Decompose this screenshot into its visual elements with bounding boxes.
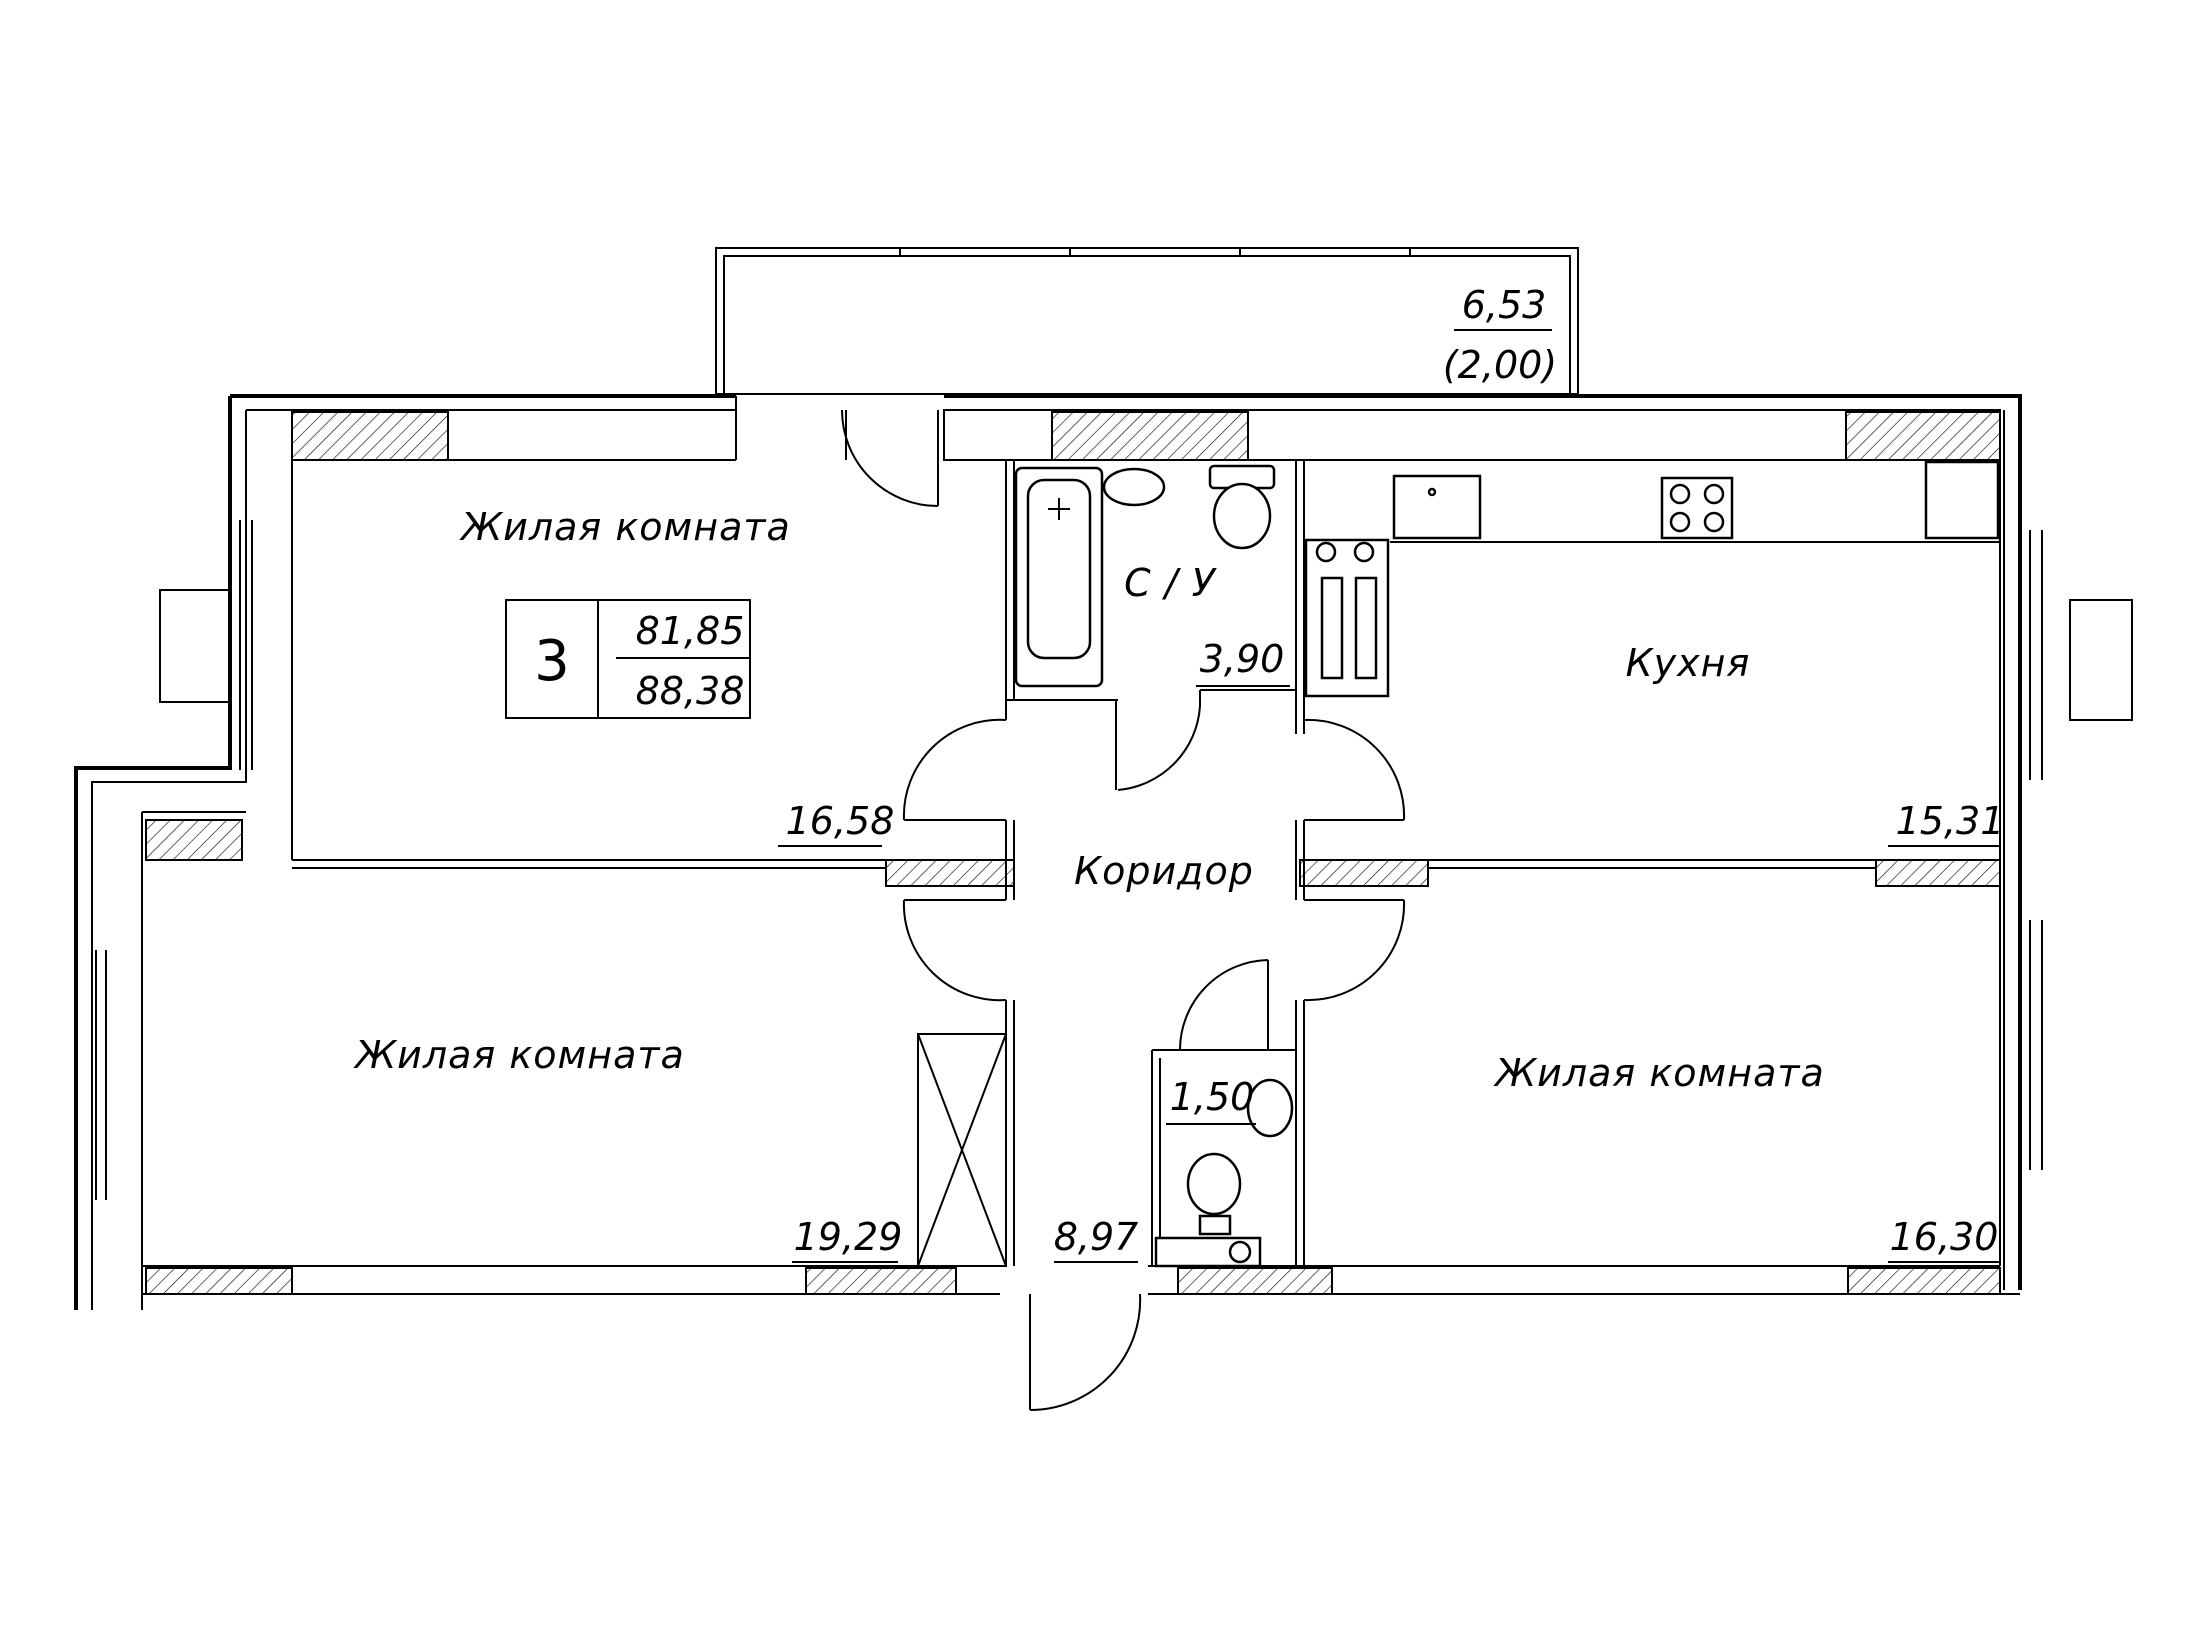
doors <box>841 409 1406 1412</box>
room-name-corridor: Коридор <box>1074 849 1254 893</box>
balcony-area: 6,53 <box>1462 283 1547 327</box>
side-windows <box>95 520 2133 1200</box>
room-name-kitchen: Кухня <box>1626 641 1751 685</box>
living-area: 81,85 <box>636 609 745 653</box>
room-area-living-2: 19,29 <box>794 1215 903 1259</box>
room-area-bathroom: 3,90 <box>1200 637 1285 681</box>
room-name-living-2: Жилая комната <box>353 1033 685 1077</box>
wc-fixtures <box>1154 1078 1294 1268</box>
room-area-corridor: 8,97 <box>1054 1215 1139 1259</box>
room-name-bathroom: С / У <box>1124 561 1217 605</box>
room-name-living-3: Жилая комната <box>1493 1051 1825 1095</box>
room-area-living-3: 16,30 <box>1890 1215 1999 1259</box>
room-count: 3 <box>534 629 570 694</box>
total-area: 88,38 <box>636 669 745 713</box>
bathroom-fixtures <box>1014 464 1390 698</box>
ventilation-shaft <box>917 1033 1007 1267</box>
wall-hatching <box>145 411 2001 1295</box>
summary-box: 3 81,85 88,38 <box>505 599 751 719</box>
room-area-living-1: 16,58 <box>786 799 895 843</box>
room-area-kitchen: 15,31 <box>1896 799 2005 843</box>
room-labels: Жилая комната 16,58 С / У 3,90 Кухня 15,… <box>353 283 2005 1263</box>
kitchen-fixtures <box>1390 460 2000 543</box>
balcony-reduced-area: (2,00) <box>1443 343 1557 387</box>
room-name-living-1: Жилая комната <box>459 505 791 549</box>
room-area-toilet: 1,50 <box>1170 1075 1255 1119</box>
partitions <box>292 460 1876 1266</box>
